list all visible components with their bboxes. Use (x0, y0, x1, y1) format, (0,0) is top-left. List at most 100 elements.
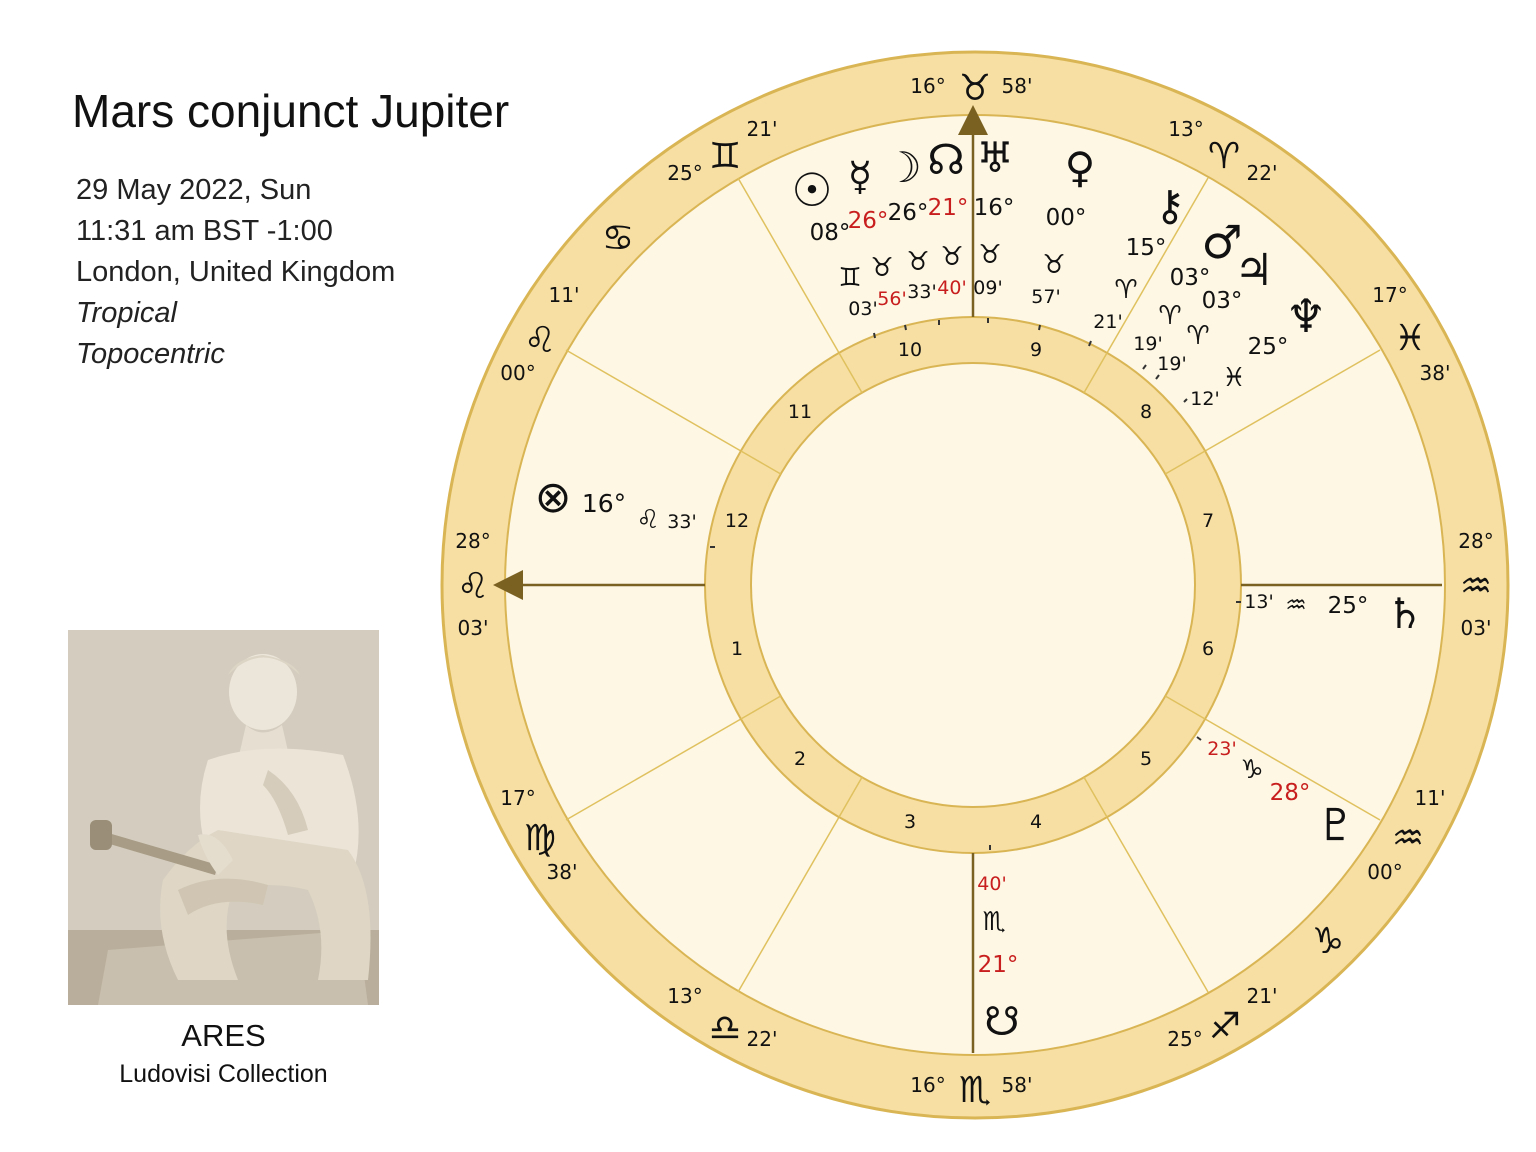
cusp2-sign-icon: ♍ (524, 818, 556, 859)
planet-positions: ☉ 08° ♊ 03' ☿ 26° ♉ 56' ☽ 26° ♉ 33' ☊ 21… (535, 133, 1424, 1045)
part-of-fortune-icon: ⊗ (535, 472, 572, 523)
mc-degree: 16° (910, 74, 945, 98)
north-node-sign-icon: ♉ (940, 242, 963, 272)
cusp-line-3 (737, 816, 840, 993)
mercury-degree: 26° (848, 208, 889, 234)
mercury-sign-icon: ♉ (870, 253, 893, 283)
neptune-degree: 25° (1248, 334, 1289, 360)
house-cusp-lines (565, 177, 1381, 993)
ascendant-minutes: 03' (458, 616, 489, 640)
pluto-icon: ♇ (1316, 800, 1355, 851)
cusp-line-6 (737, 177, 840, 354)
image-caption: ARES Ludovisi Collection (68, 1018, 379, 1089)
venus-icon: ♀ (1065, 143, 1096, 192)
cusp12-degree: 00° (500, 361, 535, 385)
house-number-8: 8 (1140, 401, 1152, 423)
house-number-1: 1 (731, 638, 743, 660)
cusp-line-4 (565, 718, 742, 821)
cusp11-sign-icon: ♊ (709, 136, 741, 177)
cusp-line-7 (1106, 177, 1209, 354)
cusp8-degree: 17° (1372, 283, 1407, 307)
pluto-degree: 28° (1270, 780, 1311, 806)
cusp-line-5 (565, 349, 742, 452)
moon-icon: ☽ (884, 143, 922, 192)
chiron-icon: ⚷ (1155, 181, 1186, 230)
moon-degree: 26° (888, 200, 929, 226)
info-location: London, United Kingdom (76, 256, 396, 288)
house-number-3: 3 (904, 811, 916, 833)
cusp11-minutes: 21' (747, 117, 778, 141)
cusp-line-1 (1204, 718, 1381, 821)
fortune-sign-icon: ♌ (636, 505, 659, 535)
sun-icon: ☉ (791, 163, 832, 217)
uranus-minutes: 09' (973, 277, 1002, 299)
saturn-icon: ♄ (1386, 589, 1424, 638)
chiron-minutes: 21' (1093, 311, 1122, 333)
chiron-degree: 15° (1126, 235, 1167, 261)
cusp12-minutes: 11' (549, 283, 580, 307)
astrology-chart-wheel: 1 2 3 4 5 6 7 8 9 10 11 12 16° ♉ 58' 25°… (440, 50, 1510, 1120)
mercury-minutes: 56' (877, 288, 906, 310)
chart-title: Mars conjunct Jupiter (72, 85, 510, 137)
uranus-degree: 16° (974, 195, 1015, 221)
inner-cusp-line-8 (1164, 450, 1206, 475)
ic-minutes: 58' (1002, 1073, 1033, 1097)
mc-minutes: 58' (1002, 74, 1033, 98)
cusp9-degree: 13° (1168, 117, 1203, 141)
cusp5-sign-icon: ♐ (1209, 1006, 1241, 1047)
house-numbers: 1 2 3 4 5 6 7 8 9 10 11 12 (725, 339, 1214, 833)
neptune-sign-icon: ♓ (1222, 363, 1245, 393)
ic-sign-icon: ♏ (959, 1070, 991, 1111)
cusp2-degree: 17° (500, 786, 535, 810)
jupiter-minutes: 19' (1157, 353, 1186, 375)
house-number-11: 11 (788, 401, 812, 423)
descendant-degree: 28° (1458, 529, 1493, 553)
house-number-5: 5 (1140, 748, 1152, 770)
house-number-9: 9 (1030, 339, 1042, 361)
cusp3-minutes: 22' (747, 1027, 778, 1051)
ascendant-sign-icon: ♌ (457, 566, 489, 607)
moon-sign-icon: ♉ (906, 247, 929, 277)
mc-sign-icon: ♉ (959, 68, 991, 109)
south-node-degree: 21° (978, 952, 1019, 978)
south-node-icon: ☋ (984, 999, 1020, 1045)
descendant-sign-icon: ♒ (1460, 566, 1492, 607)
inner-cusp-lines (740, 352, 1206, 818)
inner-cusp-line-4 (740, 695, 782, 720)
cusp2-minutes: 38' (547, 860, 578, 884)
jupiter-degree: 03° (1202, 288, 1243, 314)
capricorn-sign-icon: ♑ (1312, 921, 1344, 962)
fortune-minutes: 33' (667, 511, 696, 533)
house-number-6: 6 (1202, 638, 1214, 660)
sun-degree: 08° (810, 220, 851, 246)
ic-degree: 16° (910, 1073, 945, 1097)
house-number-2: 2 (794, 748, 806, 770)
descendant-minutes: 03' (1461, 616, 1492, 640)
saturn-sign-icon: ♒ (1285, 591, 1307, 619)
info-date: 29 May 2022, Sun (76, 174, 312, 206)
planet-ticks (710, 318, 1241, 850)
mercury-icon: ☿ (848, 154, 873, 200)
sun-minutes: 03' (848, 298, 877, 320)
saturn-minutes: 13' (1244, 591, 1273, 613)
jupiter-sign-icon: ♈ (1186, 321, 1209, 351)
mars-icon: ♂ (1201, 215, 1242, 269)
inner-cusp-line-5 (740, 450, 782, 475)
inner-cusp-line-2 (1083, 776, 1108, 818)
neptune-icon: ♆ (1285, 289, 1326, 343)
venus-degree: 00° (1046, 205, 1087, 231)
cusp6-degree: 00° (1367, 860, 1402, 884)
house-number-4: 4 (1030, 811, 1042, 833)
venus-sign-icon: ♉ (1042, 250, 1065, 280)
cusp5-minutes: 21' (1247, 984, 1278, 1008)
south-node-sign-icon: ♏ (982, 907, 1005, 937)
pluto-sign-icon: ♑ (1240, 755, 1263, 785)
south-node-minutes: 40' (977, 873, 1006, 895)
cusp9-sign-icon: ♈ (1208, 136, 1240, 177)
cusp-labels: 16° ♉ 58' 25° ♊ 21' ♋ 11' ♌ 00° 28° ♌ 03… (455, 68, 1493, 1111)
info-zodiac: Tropical (76, 297, 177, 329)
cusp11-degree: 25° (667, 161, 702, 185)
statue-illustration (68, 630, 379, 1005)
caption-title: ARES (181, 1018, 266, 1053)
neptune-minutes: 12' (1190, 388, 1219, 410)
